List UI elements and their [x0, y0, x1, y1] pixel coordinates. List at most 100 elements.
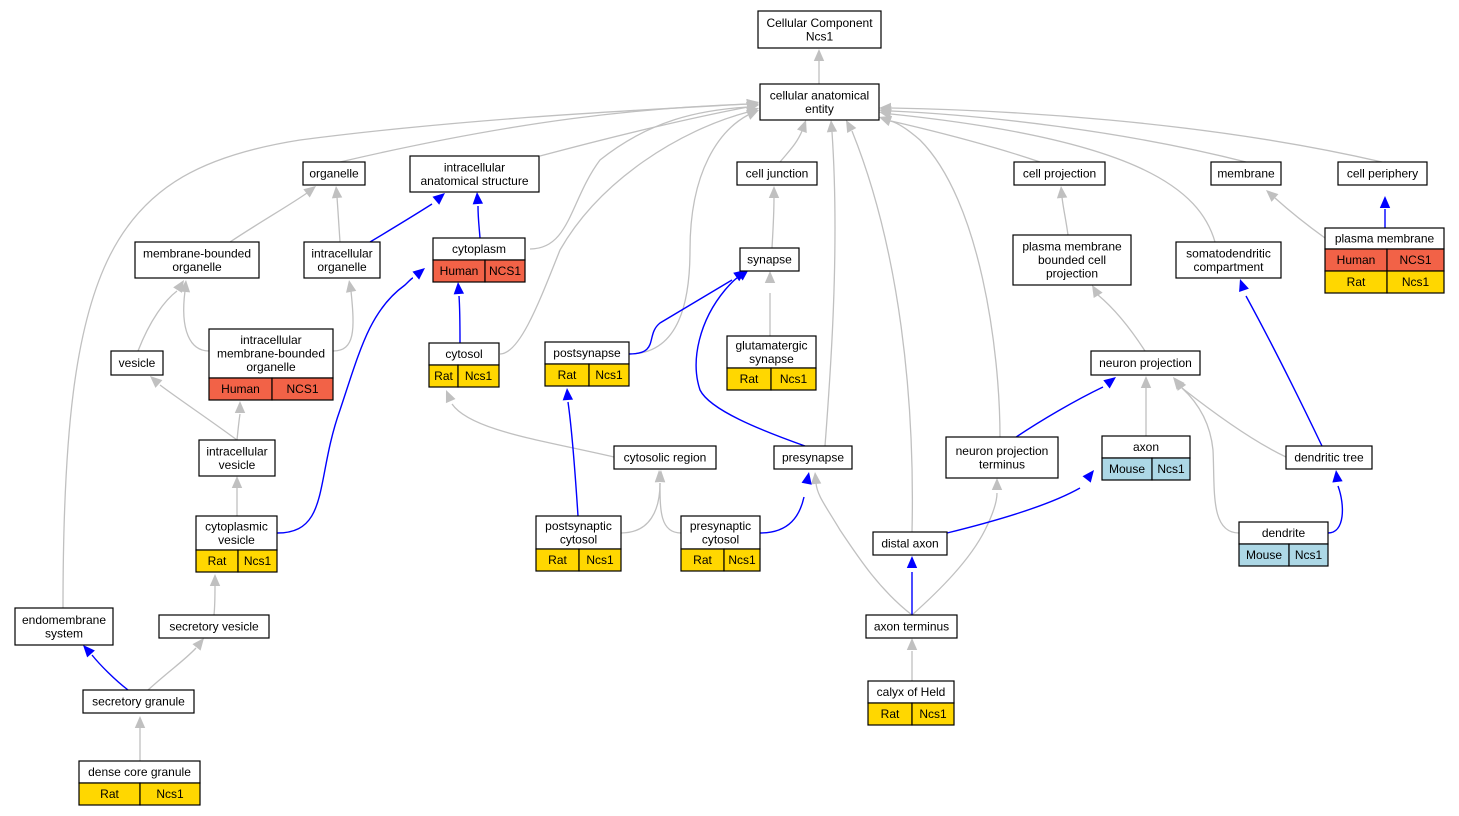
go-term-secretory-vesicle[interactable]: secretory vesicle [158, 614, 270, 639]
go-term-label: neuron projection [956, 444, 1049, 458]
go-term-label: presynapse [782, 451, 844, 465]
is-a-edge [147, 647, 197, 691]
go-term-organelle[interactable]: organelle [302, 161, 366, 186]
gene-cell [911, 702, 955, 726]
go-term-dendritic-tree[interactable]: dendritic tree [1285, 445, 1373, 470]
go-term-label: vesicle [119, 356, 156, 370]
is-a-arrowhead [813, 49, 825, 61]
go-term-box [14, 607, 114, 646]
go-term-box [1012, 234, 1132, 286]
species-label: Human [221, 382, 260, 396]
go-term-box [757, 10, 882, 49]
part-of-arrowhead [472, 192, 484, 205]
gene-cell [1386, 270, 1445, 294]
is-a-arrowhead [445, 390, 456, 404]
go-term-cell-junction[interactable]: cell junction [736, 161, 818, 186]
go-term-presynapse[interactable]: presynapse [773, 445, 853, 470]
go-term-neuron-projection[interactable]: neuron projection [1090, 350, 1201, 376]
go-term-label: terminus [979, 457, 1025, 471]
go-term-box [736, 161, 818, 186]
go-term-axon-terminus[interactable]: axon terminus [865, 614, 958, 639]
is-a-edge [851, 130, 914, 533]
go-term-vesicle[interactable]: vesicle [110, 350, 164, 376]
go-term-label: organelle [172, 260, 222, 274]
species-label: Rat [1347, 275, 1366, 289]
part-of-edge [276, 277, 414, 534]
go-term-label: system [45, 626, 83, 640]
is-a-edge [183, 290, 210, 352]
part-of-arrowhead [432, 193, 445, 205]
is-a-edge [911, 492, 998, 616]
part-of-arrowhead [412, 268, 425, 280]
is-a-edge [451, 403, 615, 458]
part-of-edge [695, 275, 806, 447]
species-label: Human [440, 264, 479, 278]
go-term-cell-projection[interactable]: cell projection [1013, 161, 1106, 186]
go-term-cytosolic-region[interactable]: cytosolic region [613, 445, 717, 470]
species-label: Mouse [1246, 548, 1282, 562]
go-term-membrane[interactable]: membrane [1210, 161, 1282, 186]
go-term-imbo[interactable]: intracellularmembrane-boundedorganelleHu… [208, 328, 334, 401]
is-a-arrowhead [826, 120, 838, 133]
go-term-box [1337, 161, 1428, 186]
is-a-edge [339, 103, 749, 163]
go-term-label: dense core granule [88, 765, 191, 779]
part-of-edge [1327, 485, 1344, 534]
go-term-box [613, 445, 717, 470]
is-a-edge [529, 106, 749, 250]
go-term-cell-periphery[interactable]: cell periphery [1337, 161, 1428, 186]
is-a-arrowhead [745, 110, 759, 120]
part-of-arrowhead [1103, 377, 1116, 389]
go-term-box [872, 531, 948, 556]
go-term-box [302, 161, 366, 186]
gene-label: NCS1 [489, 264, 521, 278]
go-term-label: intracellular [444, 160, 505, 174]
species-label: Rat [740, 372, 759, 386]
is-a-arrowhead [1266, 190, 1279, 202]
go-term-label: membrane-bounded [217, 347, 325, 361]
species-label: Rat [558, 368, 577, 382]
part-of-arrowhead [453, 282, 465, 295]
go-term-distal-axon[interactable]: distal axon [872, 531, 948, 556]
is-a-arrowhead [234, 401, 246, 413]
part-of-edge [91, 654, 129, 691]
go-term-label: cytosolic region [624, 451, 707, 465]
gene-cell [723, 548, 761, 572]
go-term-box [195, 515, 278, 551]
gene-label: Ncs1 [919, 707, 947, 721]
go-term-label: secretory granule [92, 695, 185, 709]
is-a-edge [890, 107, 1383, 163]
part-of-arrowhead [1379, 196, 1391, 208]
part-of-edge [458, 295, 461, 344]
go-term-secretory-granule[interactable]: secretory granule [82, 689, 195, 714]
is-a-arrowhead [1140, 376, 1152, 388]
graph-edges [62, 49, 1391, 761]
go-term-label: Ncs1 [806, 29, 834, 43]
go-term-synapse[interactable]: synapse [739, 247, 800, 272]
